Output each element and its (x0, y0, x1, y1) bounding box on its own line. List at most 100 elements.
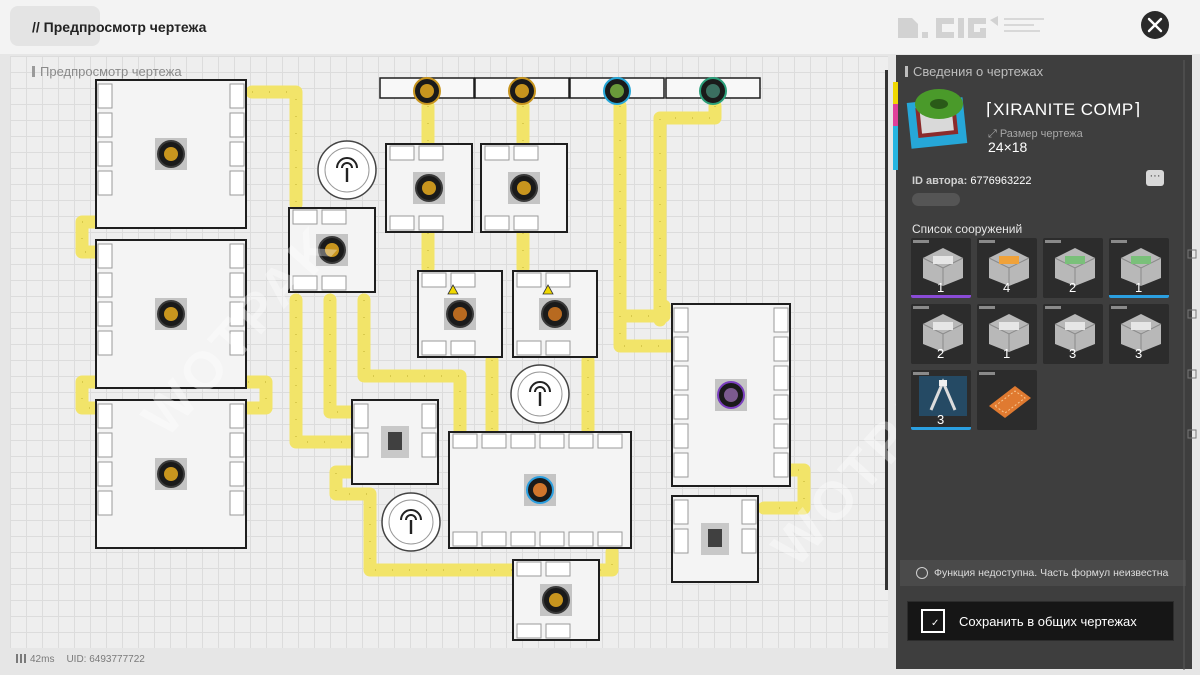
port-slot (421, 272, 447, 288)
port-slot (484, 145, 510, 161)
port-slot (484, 215, 510, 231)
port-slot (516, 340, 542, 356)
port-slot (673, 365, 689, 391)
port-slot (229, 243, 245, 269)
port-slot (510, 531, 536, 547)
packager-1 (512, 559, 600, 641)
port-slot (545, 623, 571, 639)
structure-tile[interactable]: 1 (1109, 238, 1169, 298)
structure-count: 1 (1003, 346, 1011, 361)
port-slot (229, 461, 245, 487)
port-slot (292, 275, 318, 291)
side-edge-decoration (1183, 60, 1197, 670)
input-item-icon (420, 84, 434, 98)
structure-count: 2 (1069, 280, 1077, 295)
port-slot (321, 275, 347, 291)
moulding-1 (385, 143, 473, 233)
port-slot (421, 403, 437, 429)
recipe-item-icon (422, 181, 436, 195)
structure-tile[interactable]: 2 (1043, 238, 1103, 298)
structure-tile[interactable]: 1 (977, 304, 1037, 364)
save-to-shared-button[interactable] (907, 601, 1174, 641)
relay-tower-icon (919, 376, 967, 416)
refinery-left-2 (95, 239, 247, 389)
structure-count: 4 (1003, 280, 1011, 295)
port-slot (97, 141, 113, 167)
structure-tile[interactable]: 3 (1043, 304, 1103, 364)
save-blueprint-icon (921, 609, 945, 633)
port-slot (418, 215, 444, 231)
moulding-2 (480, 143, 568, 233)
page-title: // Предпросмотр чертежа (32, 19, 207, 35)
conveyor-belt (329, 465, 519, 577)
port-slot (229, 330, 245, 356)
recipe-item-icon (549, 593, 563, 607)
input-item-icon (610, 84, 624, 98)
structure-tile[interactable]: 2 (911, 304, 971, 364)
structure-count: 3 (1069, 346, 1077, 361)
floor-plate-icon (989, 386, 1031, 418)
port-slot (450, 340, 476, 356)
topographic-decoration (10, 6, 100, 46)
recipe-item-icon (325, 243, 339, 257)
port-slot (673, 499, 689, 525)
port-slot (97, 170, 113, 196)
power-pylon-icon (1120, 314, 1162, 352)
conveyor-belt (241, 375, 273, 415)
port-slot (229, 432, 245, 458)
machines (95, 77, 791, 641)
refinery-left-1 (95, 79, 247, 229)
port-slot (353, 432, 369, 458)
brand-logo-icon (898, 16, 1044, 38)
recipe-item-icon (533, 483, 547, 497)
structure-count: 3 (937, 412, 945, 427)
structure-tile[interactable]: 3 (911, 370, 971, 430)
conveyor-belt (593, 545, 619, 577)
conveyor-belt (323, 293, 359, 419)
port-slot (673, 528, 689, 554)
structure-tile[interactable] (977, 370, 1037, 430)
port-slot (421, 340, 447, 356)
signal-icon (16, 654, 26, 663)
port-slot (545, 272, 571, 288)
port-slot (568, 433, 594, 449)
input-port (474, 77, 570, 105)
pylon-icon (336, 157, 358, 169)
scrollbar-thumb[interactable] (885, 70, 888, 590)
structure-count: 2 (937, 346, 945, 361)
port-slot (97, 83, 113, 109)
port-slot (418, 145, 444, 161)
conveyor-belt (289, 293, 359, 449)
more-options-button[interactable]: ··· (1146, 170, 1164, 186)
belt-arrows (659, 106, 716, 320)
port-slot (516, 272, 542, 288)
ping-value: 42ms (30, 654, 55, 665)
blueprint-thumbnail-icon (906, 89, 968, 149)
accent-bar (893, 82, 898, 170)
packaging-unit-icon (988, 314, 1030, 352)
crusher-unit-icon (1054, 314, 1096, 352)
storage-box-1 (351, 399, 439, 485)
warning-icon (447, 284, 459, 295)
size-value: 24×18 (988, 139, 1028, 155)
structure-tile[interactable]: 1 (911, 238, 971, 298)
port-slot (673, 307, 689, 333)
input-port (665, 77, 761, 105)
refinery-right (671, 303, 791, 487)
port-slot (452, 531, 478, 547)
port-slot (773, 307, 789, 333)
uid-value: UID: 6493777722 (66, 654, 145, 665)
close-button[interactable] (1141, 11, 1169, 39)
port-slot (673, 394, 689, 420)
structure-tile[interactable]: 3 (1109, 304, 1169, 364)
recipe-item-icon (453, 307, 467, 321)
panel-title: Сведения о чертежах (905, 64, 1043, 79)
port-slot (741, 528, 757, 554)
port-slot (229, 83, 245, 109)
port-slot (229, 403, 245, 429)
port-slot (229, 301, 245, 327)
pylon-icon (534, 386, 546, 393)
structure-tile[interactable]: 4 (977, 238, 1037, 298)
conveyor-belt (653, 99, 722, 327)
